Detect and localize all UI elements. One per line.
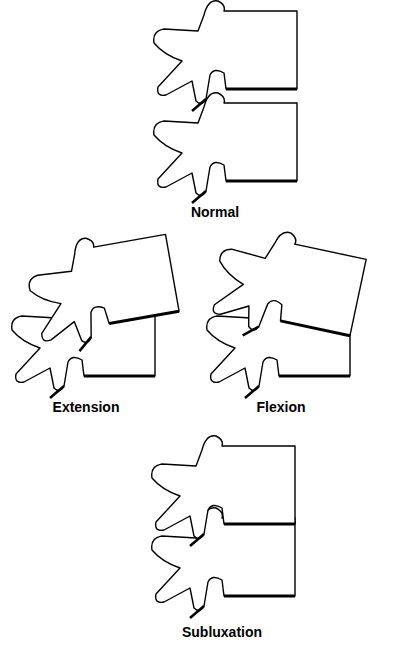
figure-label: Extension [51, 400, 122, 415]
figure-label: Subluxation [180, 625, 264, 640]
figure-label: Flexion [254, 400, 307, 415]
figure-label: Normal [189, 205, 241, 220]
